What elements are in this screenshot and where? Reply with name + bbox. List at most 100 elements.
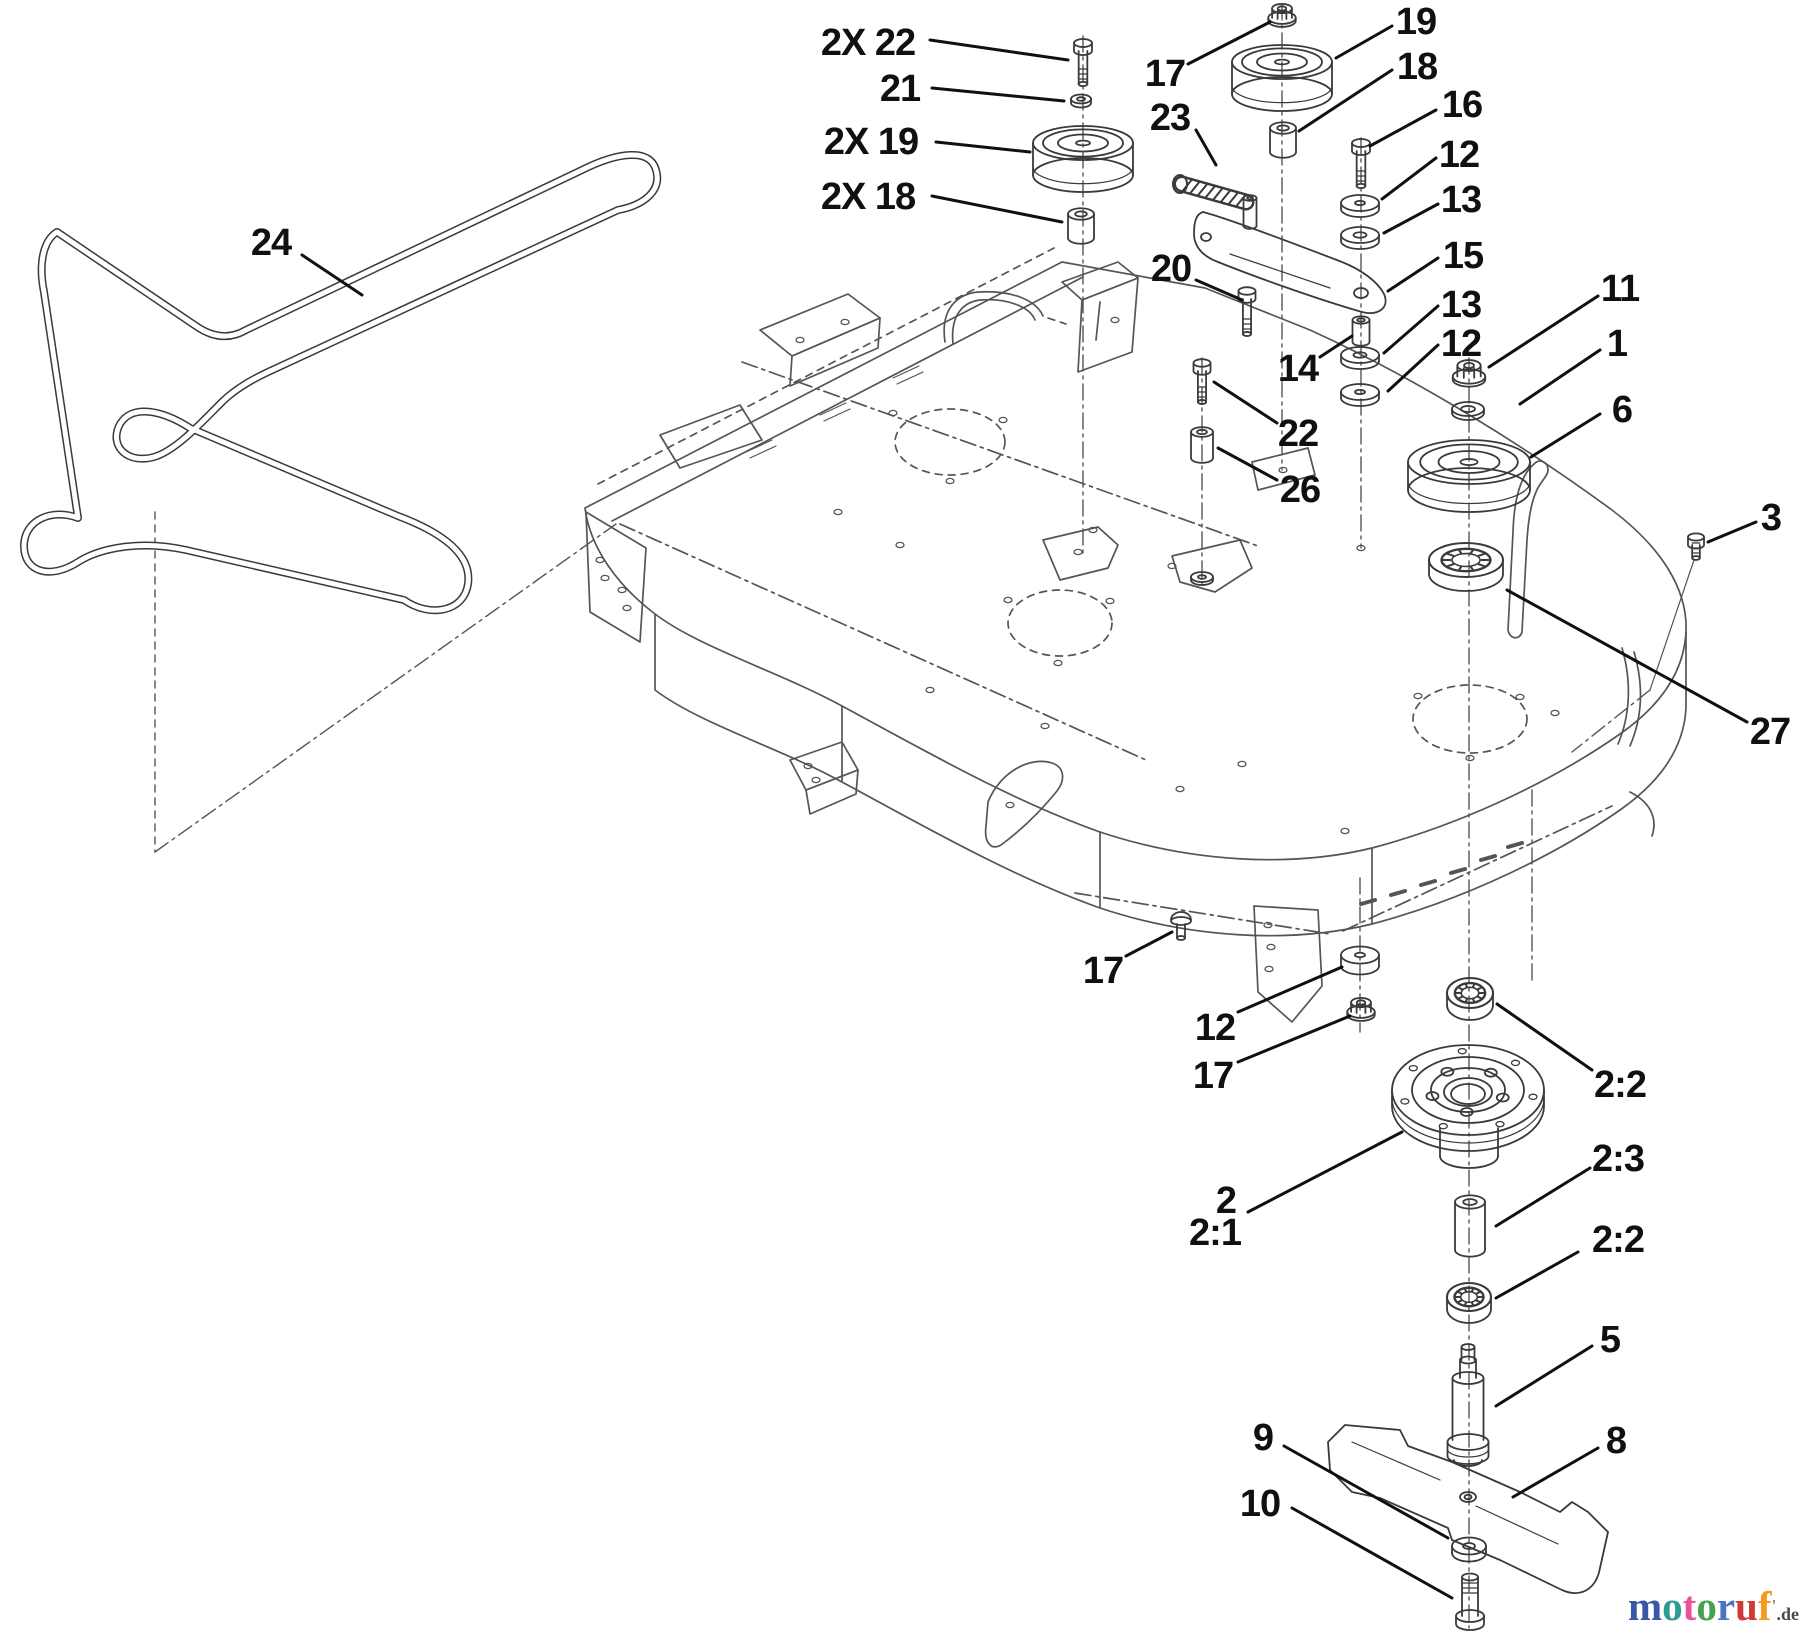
bolt-hole <box>888 409 898 417</box>
logo-trademark-tick: ' <box>1771 1596 1777 1616</box>
part-label-24: 24 <box>251 222 292 264</box>
bolt-hole <box>895 541 905 549</box>
bolt-hole <box>1263 921 1273 929</box>
deck-line <box>585 511 647 643</box>
bolt-hole <box>945 477 955 485</box>
deck-line <box>1171 539 1253 593</box>
deck-line <box>943 290 1044 343</box>
part-label-21-1: 2:1 <box>1189 1212 1242 1254</box>
bolt-hole <box>1040 722 1050 730</box>
part-label-12c: 12 <box>1195 1007 1235 1049</box>
part-label-17c: 17 <box>1083 950 1123 992</box>
deck-line <box>1507 460 1549 639</box>
deck-line <box>805 769 859 815</box>
part-idler-arm-15 <box>1193 211 1387 314</box>
part-pulley-19-right <box>1231 44 1333 112</box>
part-washer-9 <box>1451 1536 1487 1563</box>
part-label-12b: 12 <box>1441 323 1481 365</box>
part-label-14: 14 <box>1278 348 1319 390</box>
leader-line <box>1290 1506 1454 1600</box>
bolt-hole <box>1110 316 1120 324</box>
deck-line <box>819 402 847 416</box>
skirt-slot <box>1419 879 1437 887</box>
part-label-6: 6 <box>1612 389 1632 431</box>
part-washer-deck <box>1190 571 1214 586</box>
bolt-hole <box>617 586 627 594</box>
leader-line <box>1386 343 1440 393</box>
part-label-11: 11 <box>1601 268 1640 310</box>
skirt-slot <box>1479 854 1497 862</box>
part-label-10: 10 <box>1240 1483 1280 1525</box>
part-washer-21 <box>1070 93 1092 109</box>
part-label-27: 27 <box>1750 711 1790 753</box>
part-shaft-5 <box>1446 1343 1490 1467</box>
bolt-hole <box>600 574 610 582</box>
leader-line <box>1246 1130 1404 1214</box>
part-label-15: 15 <box>1443 235 1484 277</box>
deck-line <box>1342 805 1613 932</box>
part-carriage-bolt-17 <box>1170 911 1192 941</box>
bolt-hole <box>1413 692 1423 700</box>
part-label-1: 1 <box>1607 323 1628 365</box>
bolt-hole <box>1105 597 1115 605</box>
part-label-23: 23 <box>1150 97 1190 139</box>
part-label-22-1: 2:2 <box>1594 1064 1646 1106</box>
part-label-16: 16 <box>1442 84 1482 126</box>
part-bolt-3 <box>1687 532 1705 561</box>
leader-line <box>1494 1250 1580 1300</box>
part-spacer-18-right <box>1269 121 1297 159</box>
leader-line <box>1236 965 1344 1014</box>
part-bolt-22-mid <box>1192 358 1212 405</box>
skirt-slot <box>1359 898 1377 906</box>
part-nut-11 <box>1451 359 1487 388</box>
deck-line <box>984 760 1064 848</box>
leader-line <box>1494 1166 1592 1228</box>
part-label-2x22: 2X 22 <box>821 22 915 64</box>
part-flange-nut-17 <box>1346 996 1376 1022</box>
leader-line <box>1368 108 1438 148</box>
deck-line <box>749 445 777 459</box>
part-bolt-10 <box>1455 1572 1485 1631</box>
leader-line <box>934 140 1032 154</box>
mower-deck <box>584 247 1695 1023</box>
spindle-opening <box>1412 684 1528 754</box>
bolt-hole <box>1237 760 1247 768</box>
leader-line <box>928 38 1070 62</box>
deck-line <box>1061 261 1139 301</box>
part-label-22-2: 2:2 <box>1592 1219 1644 1261</box>
bolt-hole <box>811 776 821 784</box>
deck-line <box>1253 905 1323 1023</box>
spindle-opening <box>894 408 1006 476</box>
deck-line <box>1251 447 1316 491</box>
deck-line <box>1074 892 1331 935</box>
deck-line <box>745 439 773 453</box>
part-label-9: 9 <box>1253 1417 1273 1459</box>
part-bolt-16 <box>1351 138 1371 190</box>
deck-line <box>951 298 1036 345</box>
leader-line <box>1511 1446 1600 1499</box>
part-spacer-18-left <box>1067 207 1095 245</box>
part-label-2x19: 2X 19 <box>824 121 918 163</box>
leader-line <box>1212 380 1279 425</box>
bolt-hole <box>1005 801 1015 809</box>
logo-letter: r <box>1716 1583 1736 1629</box>
axis-line <box>1571 689 1651 753</box>
leader-line <box>1194 128 1218 167</box>
part-washer-13-b <box>1340 346 1380 370</box>
leader-line <box>300 253 364 297</box>
part-label-5: 5 <box>1600 1319 1621 1361</box>
bolt-hole <box>1356 544 1366 552</box>
drive-belt-24 <box>20 151 662 615</box>
deck-line <box>896 371 924 385</box>
leader-line <box>1318 334 1354 359</box>
bolt-hole <box>833 508 843 516</box>
leader-line <box>1386 256 1440 293</box>
part-label-17d: 17 <box>1193 1055 1233 1097</box>
part-label-21: 21 <box>880 68 921 110</box>
bolt-hole <box>1073 548 1083 556</box>
leader-lines <box>300 20 1758 1600</box>
leader-line <box>1706 520 1758 544</box>
leader-line <box>1194 278 1244 302</box>
